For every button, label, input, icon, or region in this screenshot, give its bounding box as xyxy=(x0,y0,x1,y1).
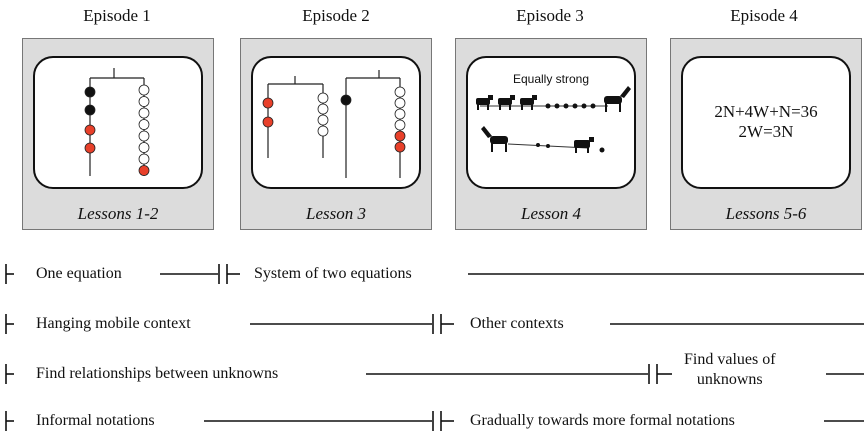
red-bead xyxy=(394,130,406,142)
episode-4-title: Episode 4 xyxy=(730,6,798,25)
white-bead xyxy=(138,107,150,119)
red-bead xyxy=(394,141,406,153)
red-bead xyxy=(262,97,274,109)
equation-1: 2N+4W+N=36 xyxy=(714,102,818,121)
episode-2-title: Episode 2 xyxy=(302,6,370,25)
white-bead xyxy=(138,84,150,96)
hanging-mobile-image xyxy=(33,56,203,189)
row-3-right-line-2: unknowns xyxy=(696,371,763,388)
red-bead xyxy=(138,165,150,176)
equation-2: 2W=3N xyxy=(738,122,794,141)
row-4-left-label: Informal notations xyxy=(32,411,159,431)
row-3-right-label: Find values of unknowns xyxy=(680,350,780,390)
episode-1-panel: Lessons 1-2 xyxy=(22,38,214,230)
white-bead xyxy=(317,92,329,104)
episode-1-lesson: Lessons 1-2 xyxy=(77,204,159,223)
red-bead xyxy=(262,116,274,128)
black-bead xyxy=(84,104,96,116)
episode-4-lesson: Lessons 5-6 xyxy=(725,204,807,223)
red-bead xyxy=(84,124,96,136)
episode-1-title: Episode 1 xyxy=(83,6,151,25)
red-bead xyxy=(84,142,96,154)
row-3-left-label: Find relationships between unknowns xyxy=(32,364,283,384)
white-bead xyxy=(138,142,150,153)
white-bead xyxy=(394,108,406,120)
equations-image: 2N+4W+N=36 2W=3N xyxy=(681,56,851,189)
row-1-right-label: System of two equations xyxy=(250,264,416,284)
white-bead xyxy=(317,114,329,126)
episode-2-lesson: Lesson 3 xyxy=(306,204,366,223)
episode-2-panel: Lesson 3 xyxy=(240,38,432,230)
white-bead xyxy=(394,119,406,131)
mobile-drawing-1 xyxy=(84,68,150,176)
episode-4-panel: 2N+4W+N=36 2W=3N Lessons 5-6 xyxy=(670,38,862,230)
hanging-mobiles-image xyxy=(251,56,421,189)
episode-3-lesson: Lesson 4 xyxy=(521,204,581,223)
white-bead xyxy=(394,97,406,109)
row-3-right-line-1: Find values of xyxy=(684,351,776,368)
mobile-drawing-2 xyxy=(262,70,406,178)
animals-drawing xyxy=(476,86,631,153)
black-bead xyxy=(84,86,96,98)
white-bead xyxy=(138,119,150,130)
row-2-right-label: Other contexts xyxy=(466,314,568,334)
equally-strong-image: Equally strong xyxy=(466,56,636,189)
black-bead xyxy=(340,94,352,106)
row-4-right-label: Gradually towards more formal notations xyxy=(466,411,739,431)
row-2-left-label: Hanging mobile context xyxy=(32,314,195,334)
equally-strong-caption: Equally strong xyxy=(512,72,590,86)
white-bead xyxy=(138,96,150,107)
white-bead xyxy=(317,125,329,137)
white-bead xyxy=(138,153,150,165)
row-1-left-label: One equation xyxy=(32,264,126,284)
white-bead xyxy=(138,130,150,142)
white-bead xyxy=(317,103,329,115)
episode-3-title: Episode 3 xyxy=(516,6,584,25)
episode-3-panel: Equally strong xyxy=(455,38,647,230)
white-bead xyxy=(394,86,406,98)
